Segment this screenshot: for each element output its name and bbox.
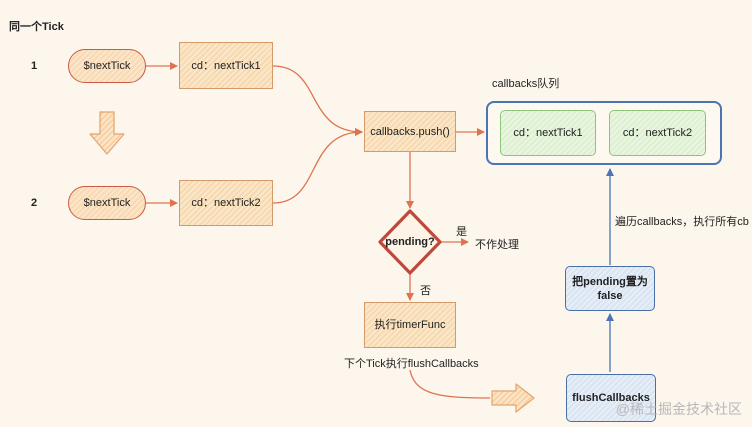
timerfunc-node[interactable]: 执行timerFunc [364,302,456,348]
row-number-1: 1 [31,60,38,72]
no-label: 否 [420,285,431,297]
flush-callbacks-node[interactable]: flushCallbacks [566,374,656,422]
queue-title: callbacks队列 [492,78,560,90]
cd-nexttick1-node[interactable]: cd：nextTick1 [179,42,273,89]
callbacks-push-node[interactable]: callbacks.push() [364,111,456,152]
fat-right-arrow [491,383,535,413]
heading-same-tick: 同一个Tick [9,21,64,33]
no-process-label: 不作处理 [475,239,519,251]
fat-down-arrow [89,111,125,155]
arrow-timer-nexttick [409,369,491,399]
row-number-2: 2 [31,197,38,209]
next-tick-flush-label: 下个Tick执行flushCallbacks [344,358,479,370]
set-pending-false-node[interactable]: 把pending置为false [565,266,655,311]
cd-nexttick2-node[interactable]: cd：nextTick2 [179,180,273,226]
pending-label[interactable]: pending? [385,236,435,248]
queue-item-nexttick2[interactable]: cd：nextTick2 [609,110,706,156]
nexttick-node-2[interactable]: $nextTick [68,186,146,220]
queue-item-nexttick1[interactable]: cd：nextTick1 [500,110,596,156]
watermark: @稀土掘金技术社区 [615,401,742,417]
yes-label: 是 [456,226,467,238]
pending-diamond [378,209,442,275]
arrow-cd1-push [272,65,363,136]
traverse-label: 遍历callbacks，执行所有cb [615,216,749,228]
nexttick-node-1[interactable]: $nextTick [68,49,146,83]
arrow-cd2-push [272,128,363,204]
